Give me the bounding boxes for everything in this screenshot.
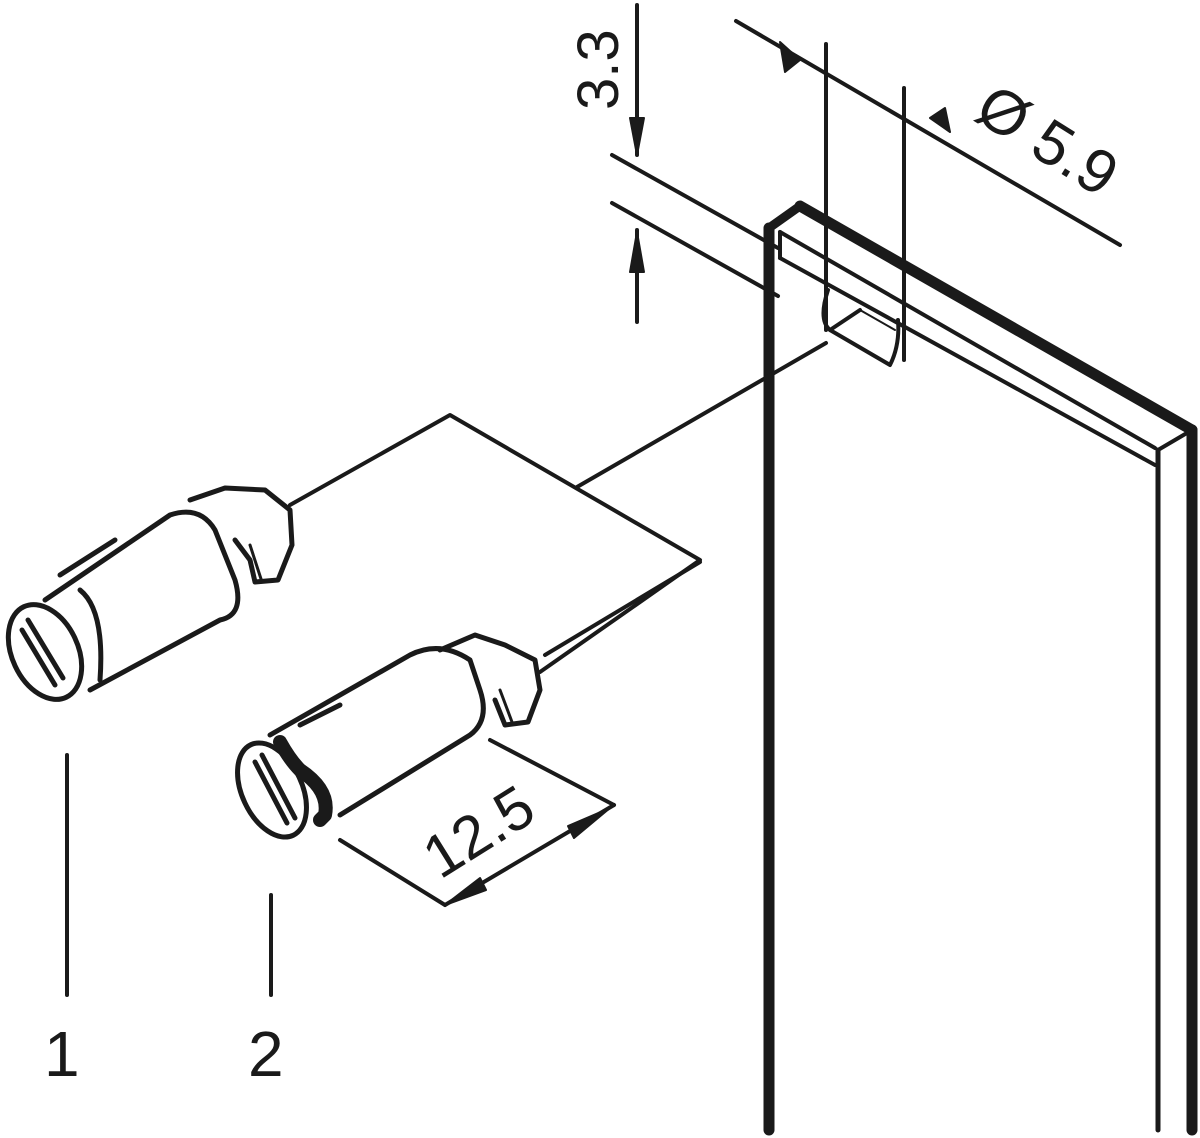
dimension-12-5 (338, 738, 616, 907)
panel (763, 200, 1198, 1136)
dimension-diameter (734, 19, 1122, 362)
assembly-leader (288, 341, 828, 674)
part-number-2: 2 (248, 1018, 284, 1090)
dimension-3-3 (610, 3, 780, 324)
part-number-1: 1 (44, 1018, 80, 1090)
dim-label-diameter: Ø 5.9 (965, 71, 1130, 210)
part-1-pin (5, 485, 295, 702)
dim-label-12-5: 12.5 (411, 772, 546, 891)
part-2-pin (235, 560, 702, 840)
dim-label-3-3: 3.3 (566, 29, 631, 110)
